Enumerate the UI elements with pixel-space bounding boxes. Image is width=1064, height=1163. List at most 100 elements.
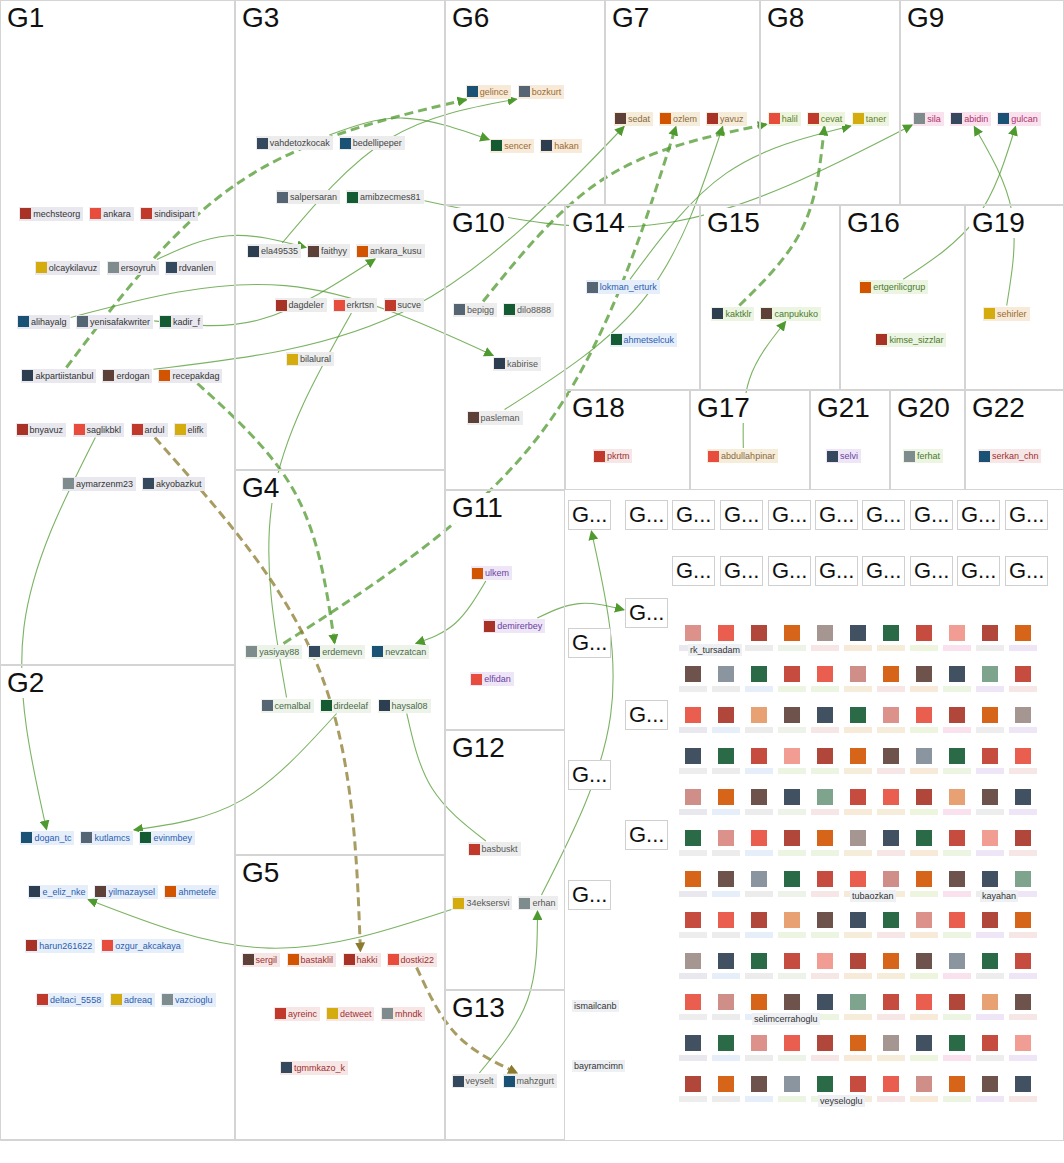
vertex-icon: [883, 625, 899, 641]
collapsed-group-box: G...: [568, 500, 611, 530]
vertex-label: salpersaran: [276, 190, 340, 204]
vertex-label-bar: [877, 645, 905, 651]
vertex-label-bar: [910, 686, 938, 692]
vertex-icon-cell: [943, 830, 971, 856]
vertex-label: 34eksersvi: [452, 896, 512, 910]
edge-line: [417, 968, 518, 1074]
vertex-icon-cell: [745, 1076, 773, 1102]
vertex-label: bnyavuz: [16, 423, 67, 437]
vertex-name: saglikbkl: [87, 424, 122, 436]
vertex-name: sindisipart: [154, 208, 195, 220]
collapsed-group-box: G...: [862, 500, 905, 530]
vertex-icon-cell: [778, 1035, 806, 1061]
group-panel: G5sergilbastaklilhakkidostki22ayreincdet…: [235, 855, 445, 1140]
vertex-label-bar: [976, 973, 1004, 979]
vertex-label: gulcan: [997, 112, 1041, 126]
vertex-icon-cell: [910, 1076, 938, 1102]
vertex-name: vahdetozkocak: [270, 137, 330, 149]
vertex-label: yenisafakwriter: [76, 315, 153, 329]
vertex-icon-cell: [1009, 707, 1037, 733]
vertex-icon-cell: [1009, 1035, 1037, 1061]
vertex-icon-cell: [811, 912, 839, 938]
collapsed-group-box: G...: [672, 500, 715, 530]
vertex-label: sehirler: [983, 307, 1030, 321]
vertex-icon: [916, 748, 932, 764]
group-panel: G6gelincebozkurtsencerhakan: [445, 0, 605, 205]
vertex-icon: [949, 666, 965, 682]
edge-line: [269, 313, 352, 698]
vertex-label-bar: [877, 768, 905, 774]
vertex-icon: [916, 994, 932, 1010]
vertex-icon-cell: [1009, 953, 1037, 979]
vertex-icon: [718, 994, 734, 1010]
vertex-icon: [916, 625, 932, 641]
collapsed-group-label: G...: [626, 701, 667, 729]
collapsed-group-label: G...: [958, 501, 999, 529]
vertex-icon: [751, 871, 767, 887]
collapsed-group-box: G...: [1005, 556, 1048, 586]
vertex-label-bar: [976, 727, 1004, 733]
vertex-label-bar: [910, 932, 938, 938]
vertex-icon-cell: [811, 666, 839, 692]
vertex-label: kabirise: [493, 357, 541, 371]
edge-line: [157, 235, 306, 259]
vertex-icon: [140, 832, 151, 843]
collapsed-group-label: G...: [569, 761, 610, 789]
vertex-label-bar: [976, 645, 1004, 651]
collapsed-group-label: G...: [721, 501, 762, 529]
group-panel: G20ferhat: [890, 390, 965, 490]
vertex-icon: [685, 953, 701, 969]
vertex-icon: [288, 954, 299, 965]
vertex-icon-cell: [679, 871, 707, 897]
vertex-name: sencer: [504, 140, 531, 152]
vertex-icon-cell: [679, 748, 707, 774]
vertex-icon: [453, 898, 464, 909]
vertex-label-bar: [943, 891, 971, 897]
vertex-icon: [808, 113, 819, 124]
vertex-name: ozgur_akcakaya: [115, 940, 181, 952]
vertex-label: aymarzenm23: [62, 477, 136, 491]
vertex-name: ersoyruh: [121, 262, 156, 274]
vertex-icon: [1015, 871, 1031, 887]
vertex-name: dirdeelaf: [334, 700, 369, 712]
vertex-icon: [916, 830, 932, 846]
vertex-label-bar: [877, 727, 905, 733]
vertex-label: pasleman: [467, 411, 523, 425]
vertex-name: evinmbey: [153, 832, 192, 844]
group-title: G5: [239, 858, 282, 888]
vertex-label-bar: [778, 973, 806, 979]
vertex-name: hakki: [357, 954, 378, 966]
vertex-icon: [916, 789, 932, 805]
vertex-icon: [175, 424, 186, 435]
collapsed-group-label: G...: [721, 557, 762, 585]
vertex-icon: [372, 646, 383, 657]
vertex-name: bnyavuz: [30, 424, 64, 436]
vertex-label: dostki22: [387, 953, 438, 967]
vertex-label-bar: [778, 768, 806, 774]
edge-line: [155, 438, 361, 952]
vertex-icon: [982, 953, 998, 969]
vertex-icon-cell: [844, 666, 872, 692]
group-title: G6: [449, 3, 492, 33]
vertex-icon-cell: [877, 789, 905, 815]
collapsed-group-label: G...: [626, 599, 667, 627]
group-panel: G7sedatozlemyavuz: [605, 0, 760, 205]
vertex-icon: [281, 1062, 292, 1073]
vertex-icon-cell: [745, 748, 773, 774]
vertex-icon: [784, 1076, 800, 1092]
vertex-icon: [1015, 953, 1031, 969]
vertex-icon: [77, 316, 88, 327]
vertex-label: kutlamcs: [80, 831, 133, 845]
vertex-label-bar: [679, 768, 707, 774]
group-title: G22: [969, 393, 1028, 423]
vertex-name: abdullahpinar: [721, 450, 775, 462]
vertex-label-bar: [778, 891, 806, 897]
vertex-icon: [26, 940, 37, 951]
vertex-icon: [491, 140, 502, 151]
vertex-icon: [1015, 1076, 1031, 1092]
vertex-label-bar: [877, 1055, 905, 1061]
vertex-icon: [979, 451, 990, 462]
vertex-icon: [751, 789, 767, 805]
vertex-icon-cell: [976, 748, 1004, 774]
